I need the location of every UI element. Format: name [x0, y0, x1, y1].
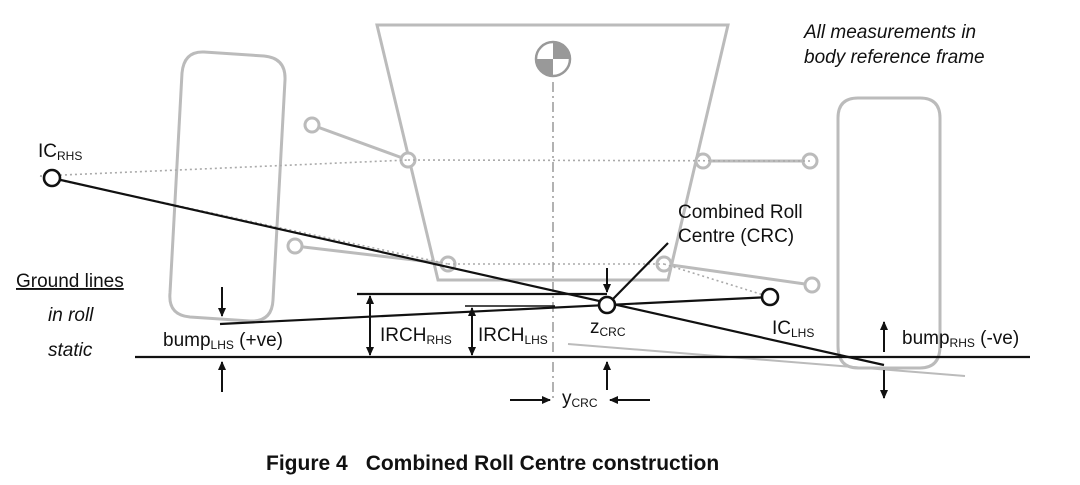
vehicle-geometry [168, 23, 942, 370]
ic-lhs-label: ICLHS [772, 318, 814, 340]
note-line2: body reference frame [804, 47, 985, 68]
crc-leader [611, 242, 669, 301]
irch-rhs-label: IRCHRHS [380, 325, 452, 347]
irch-lhs-label: IRCHLHS [478, 325, 548, 347]
ic-lhs-point [760, 287, 780, 307]
ic-lhs-line [219, 295, 771, 326]
pivot [286, 237, 304, 255]
bump-lhs-label: bumpLHS (+ve) [163, 330, 283, 352]
upper-left-arm [311, 123, 409, 162]
construction-lines-lhs [663, 263, 771, 298]
z-crc-label: zCRC [590, 317, 626, 339]
legend-line3: static [48, 340, 93, 361]
right-wheel [836, 96, 942, 370]
dimension-arrows [218, 268, 888, 404]
bump-rhs-label: bumpRHS (-ve) [902, 328, 1019, 350]
crc-label-line1: Combined Roll [678, 202, 803, 223]
centre-of-gravity-symbol [534, 40, 572, 78]
ic-rhs-label: ICRHS [38, 141, 82, 163]
pivot [801, 152, 819, 170]
note-line1: All measurements in [803, 22, 976, 43]
ic-rhs-point [42, 168, 62, 188]
construction-black [51, 176, 1030, 367]
crc-label-line2: Centre (CRC) [678, 226, 794, 247]
construction-lines [39, 159, 811, 265]
pivot [303, 116, 321, 134]
legend-line2: in roll [48, 305, 94, 326]
ic-rhs-line [51, 176, 885, 367]
vehicle-body [375, 23, 730, 282]
pivot [803, 276, 821, 294]
legend-line1: Ground lines [16, 271, 124, 292]
crc-point [597, 295, 617, 315]
left-wheel [168, 50, 287, 323]
key-points [42, 168, 780, 315]
y-crc-label: yCRC [562, 388, 598, 410]
ground-line-rolled-grey [567, 343, 966, 377]
lower-right-arm [663, 262, 813, 287]
